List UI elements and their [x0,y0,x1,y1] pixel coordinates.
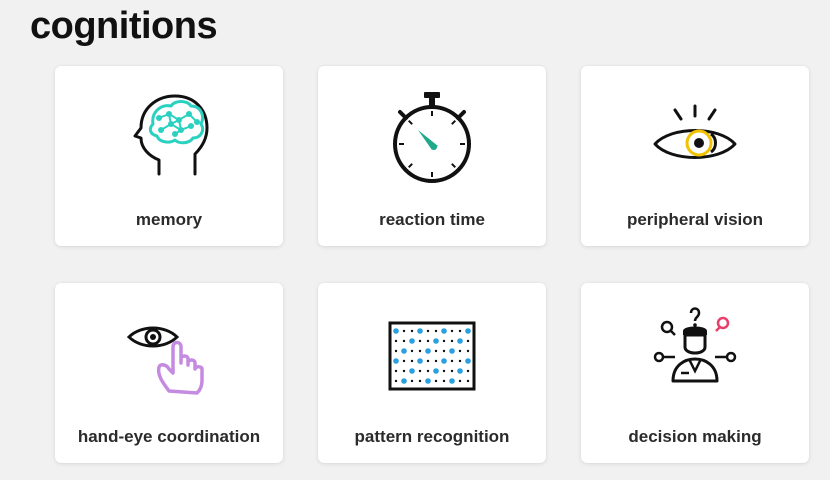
card-label: decision making [628,427,762,446]
card-label: memory [135,210,203,229]
person-choices-icon [645,303,745,403]
hand-eye-icon [119,303,219,403]
card-label: pattern recognition [354,427,510,446]
dot-grid-icon [382,303,482,403]
eye-icon [645,86,745,186]
brain-head-icon [119,86,219,186]
card-reaction-time[interactable]: reaction time [318,66,546,246]
card-label: peripheral vision [626,210,764,229]
card-memory[interactable]: memory [55,66,283,246]
stopwatch-icon [382,86,482,186]
card-pattern-recognition[interactable]: pattern recognition [318,283,546,463]
card-label: hand-eye coordination [77,427,261,446]
page-title: cognitions [30,5,218,47]
card-hand-eye-coordination[interactable]: hand-eye coordination [55,283,283,463]
card-label: reaction time [379,210,485,229]
card-decision-making[interactable]: decision making [581,283,809,463]
card-peripheral-vision[interactable]: peripheral vision [581,66,809,246]
